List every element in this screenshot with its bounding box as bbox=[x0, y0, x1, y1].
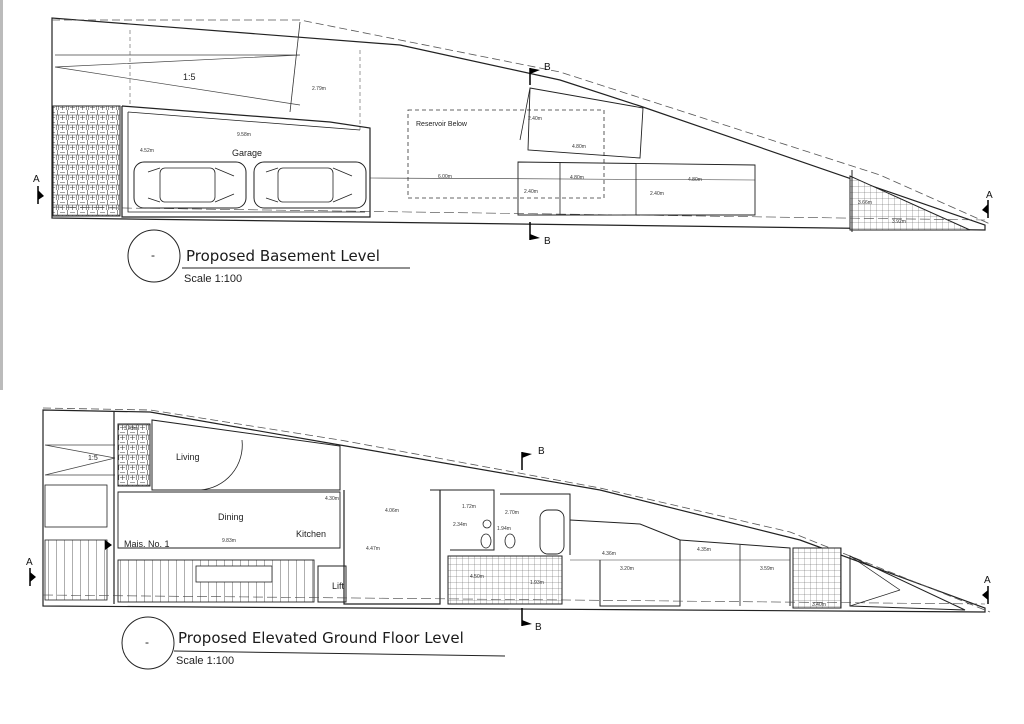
scan-edge bbox=[0, 0, 3, 390]
section-b-marker-bottom: B bbox=[529, 222, 551, 247]
drawing-scale: Scale 1:100 bbox=[184, 273, 242, 285]
dimension-label: 4.50m bbox=[470, 574, 484, 580]
drawing-title: Proposed Elevated Ground Floor Level bbox=[178, 629, 464, 647]
section-a-marker-right: A bbox=[982, 190, 993, 218]
unit-label: Mais. No. 1 bbox=[124, 539, 170, 549]
room-dining: Dining bbox=[218, 512, 244, 522]
entrance-arrow-icon bbox=[105, 540, 112, 550]
dimension-label: 2.79m bbox=[312, 86, 326, 92]
dimension-label: 4.80m bbox=[570, 175, 584, 181]
drawing-number-symbol: - bbox=[145, 635, 149, 649]
dimension-label: 4.06m bbox=[385, 508, 399, 514]
svg-text:A: A bbox=[33, 174, 40, 185]
svg-text:A: A bbox=[26, 557, 33, 568]
toilet-icon bbox=[480, 533, 492, 549]
section-b-marker-top: B bbox=[529, 62, 551, 85]
room-lift: Lift bbox=[332, 581, 345, 591]
dimension-label: 3.40m bbox=[812, 602, 826, 608]
dimension-label: 2.40m bbox=[528, 116, 542, 122]
basement-plan: A A B B 1:5 Garage Reservoir Below 2.79m… bbox=[33, 17, 993, 285]
svg-text:A: A bbox=[984, 575, 991, 586]
dimension-label: 3.59m bbox=[760, 566, 774, 572]
section-a-marker-right: A bbox=[982, 575, 991, 604]
dimension-label: 4.80m bbox=[572, 144, 586, 150]
room-garage: Garage bbox=[232, 148, 262, 158]
dimension-label: 6.00m bbox=[438, 174, 452, 180]
ground-floor-plan: A A B B 1:5 Living Dining Kitchen Mais. … bbox=[26, 407, 991, 670]
drawing-title: Proposed Basement Level bbox=[186, 247, 380, 265]
ground-title-block: - Proposed Elevated Ground Floor Level S… bbox=[121, 616, 506, 670]
dimension-label: 9.83m bbox=[222, 538, 236, 544]
car-icon bbox=[253, 161, 367, 209]
svg-text:B: B bbox=[535, 622, 542, 633]
ramp-gradient-label: 1:5 bbox=[88, 455, 98, 462]
svg-text:B: B bbox=[544, 62, 551, 73]
dimension-label: 2.70m bbox=[505, 510, 519, 516]
dimension-label: 2.40m bbox=[524, 189, 538, 195]
svg-text:B: B bbox=[544, 236, 551, 247]
dimension-label: 4.80m bbox=[688, 177, 702, 183]
section-a-marker-left: A bbox=[33, 174, 44, 204]
dimension-label: 3.43m bbox=[124, 426, 138, 432]
drawing-scale: Scale 1:100 bbox=[176, 655, 234, 667]
toilet-icon bbox=[504, 533, 516, 549]
room-kitchen: Kitchen bbox=[296, 529, 326, 539]
car-icon bbox=[133, 161, 247, 209]
room-living: Living bbox=[176, 452, 200, 462]
dimension-label: 4.35m bbox=[697, 547, 711, 553]
drawing-number-symbol: - bbox=[151, 248, 155, 262]
section-b-marker-top: B bbox=[521, 446, 545, 470]
section-a-marker-left: A bbox=[26, 557, 36, 586]
dimension-label: 2.34m bbox=[453, 522, 467, 528]
dimension-label: 1.93m bbox=[530, 580, 544, 586]
dimension-label: 2.40m bbox=[650, 191, 664, 197]
dimension-label: 3.20m bbox=[620, 566, 634, 572]
dimension-label: 1.94m bbox=[497, 526, 511, 532]
svg-text:A: A bbox=[986, 190, 993, 201]
dimension-label: 3.66m bbox=[858, 200, 872, 206]
washbasin-icon bbox=[482, 519, 492, 529]
dimension-label: 4.52m bbox=[140, 148, 154, 154]
ramp-gradient-label: 1:5 bbox=[183, 72, 196, 82]
basement-title-block: - Proposed Basement Level Scale 1:100 bbox=[127, 229, 410, 285]
dimension-label: 4.36m bbox=[602, 551, 616, 557]
dimension-label: 1.72m bbox=[462, 504, 476, 510]
dimension-label: 3.92m bbox=[892, 219, 906, 225]
reservoir-label: Reservoir Below bbox=[416, 121, 468, 128]
bathtub-icon bbox=[539, 509, 565, 555]
section-b-marker-bottom: B bbox=[521, 608, 542, 633]
dimension-label: 4.47m bbox=[366, 546, 380, 552]
dimension-label: 4.30m bbox=[325, 496, 339, 502]
svg-text:B: B bbox=[538, 446, 545, 457]
dimension-label: 9.58m bbox=[237, 132, 251, 138]
